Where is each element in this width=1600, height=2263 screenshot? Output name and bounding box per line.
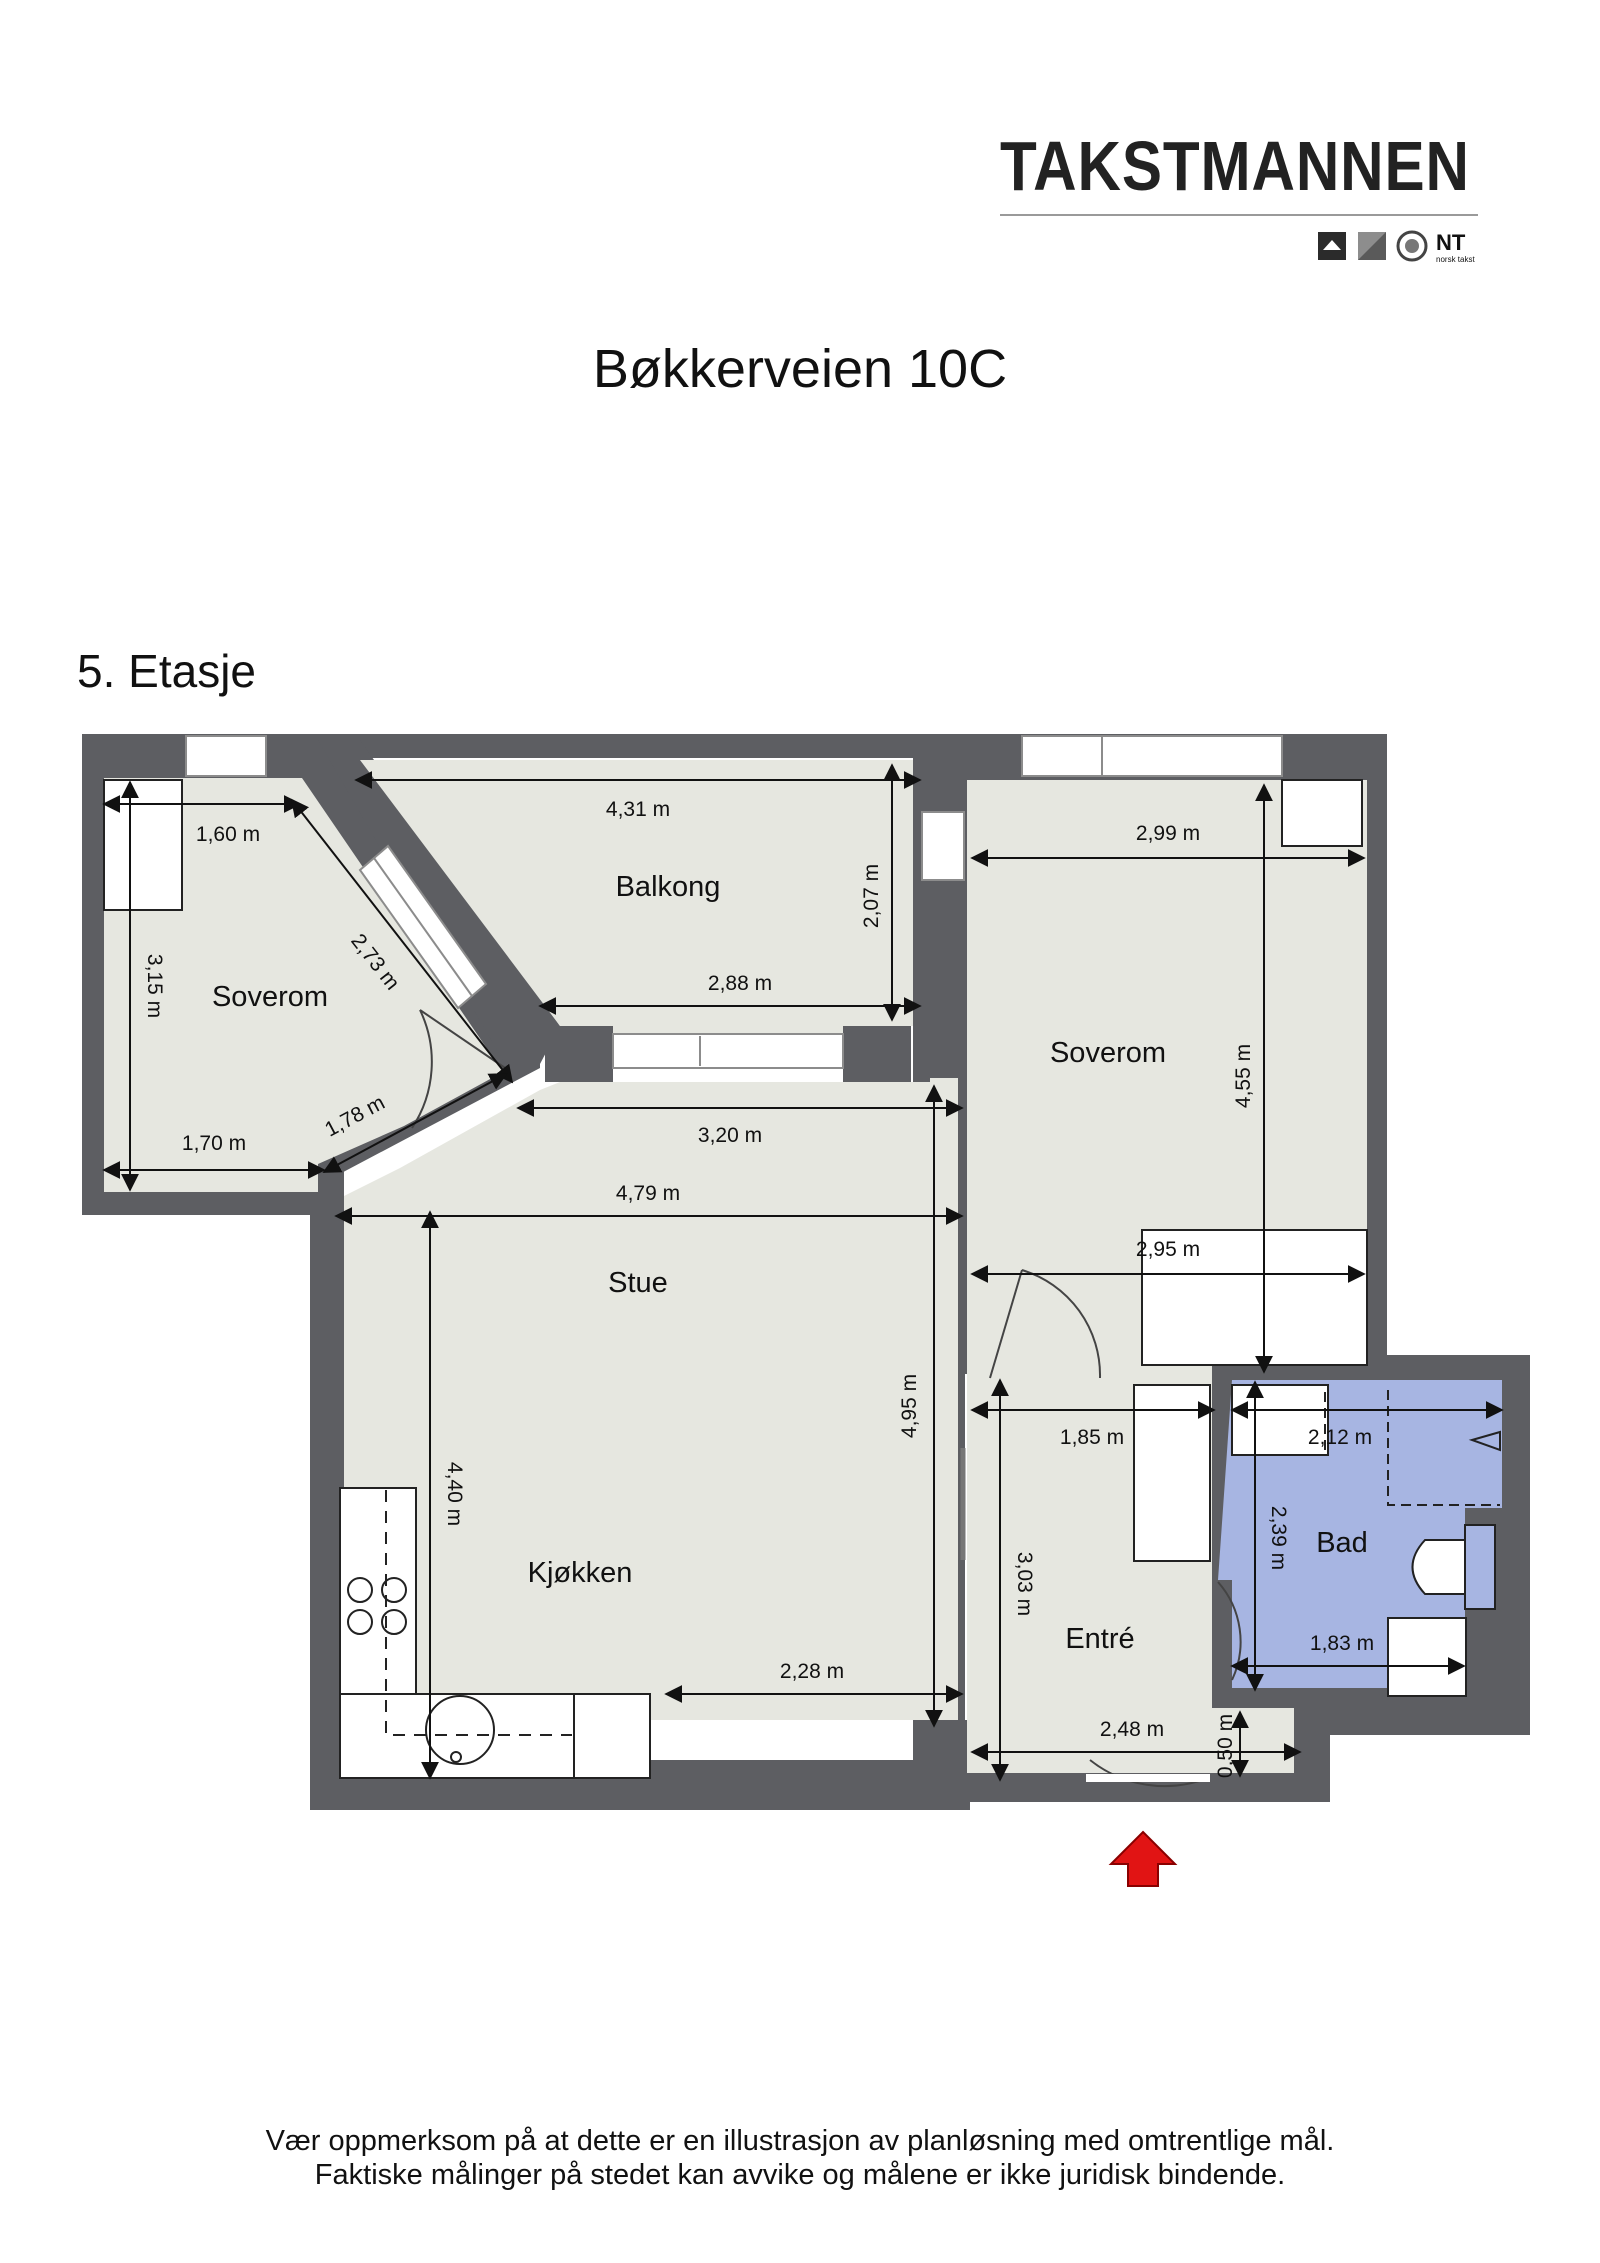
dim-label-228: 2,28 m xyxy=(780,1660,844,1683)
shower-head-icon xyxy=(1468,1430,1501,1452)
stove-burner-2 xyxy=(381,1577,407,1603)
room-labels: Soverom Balkong Soverom Stue Kjøkken Ent… xyxy=(212,871,1368,1655)
disclaimer-line-2: Faktiske målinger på stedet kan avvike o… xyxy=(314,2159,1286,2191)
stove-burner-1 xyxy=(347,1577,373,1603)
shower-outline xyxy=(1387,1390,1500,1506)
wardrobe-soverom-right-bottom xyxy=(1141,1229,1368,1366)
entry-wardrobe xyxy=(1133,1384,1211,1562)
takstmannen-logo: TAKSTMANNEN NT norsk takst xyxy=(1000,126,1480,264)
dimension-lines xyxy=(102,763,1504,1782)
badge-seal-icon xyxy=(1396,230,1428,262)
dim-label-288: 2,88 m xyxy=(708,972,772,995)
door-soverom-right-leaf xyxy=(989,1269,1023,1379)
wall-balcony-sill-right xyxy=(843,1026,911,1082)
floor-label: 5. Etasje xyxy=(77,645,256,697)
logo-wordmark: TAKSTMANNEN xyxy=(1000,127,1470,205)
wall-living-left xyxy=(310,1160,344,1810)
kitchen-counter-left xyxy=(339,1487,417,1695)
kitchen-sink-drain xyxy=(450,1751,462,1763)
toilet-tank xyxy=(1464,1524,1496,1610)
room-bad: Bad xyxy=(1316,1527,1368,1559)
dim-label-303: 3,03 m xyxy=(1013,1552,1036,1616)
kitchen-counter-bottom xyxy=(339,1693,651,1779)
entrance-arrow-icon xyxy=(1108,1830,1178,1887)
badge-diagonal-icon xyxy=(1358,232,1386,260)
dim-label-248: 2,48 m xyxy=(1100,1718,1164,1741)
wardrobe-soverom-left xyxy=(103,779,183,911)
room-kjokken: Kjøkken xyxy=(528,1557,633,1589)
dim-label-440: 4,40 m xyxy=(443,1462,466,1526)
dim-line-178 xyxy=(322,1073,508,1173)
window-soverom-right-1 xyxy=(1021,735,1103,777)
dim-label-185: 1,85 m xyxy=(1060,1426,1124,1449)
dim-label-212: 2,12 m xyxy=(1308,1426,1372,1449)
dim-label-320: 3,20 m xyxy=(698,1124,762,1147)
wall-balcony-top xyxy=(342,734,922,758)
window-soverom-left xyxy=(185,735,267,777)
disclaimer: Vær oppmerksom på at dette er en illustr… xyxy=(0,2124,1600,2192)
badge-nt-mark: NT xyxy=(1436,230,1466,255)
dim-label-431: 4,31 m xyxy=(606,798,670,821)
room-soverom-right: Soverom xyxy=(1050,1037,1166,1069)
room-stue: Stue xyxy=(608,1267,668,1299)
floor-bad xyxy=(1218,1380,1502,1688)
room-balkong: Balkong xyxy=(616,871,721,903)
toilet-bowl xyxy=(1411,1539,1466,1595)
room-entre: Entré xyxy=(1065,1623,1134,1655)
dim-label-299: 2,99 m xyxy=(1136,822,1200,845)
room-soverom-left: Soverom xyxy=(212,981,328,1013)
window-balkong-door xyxy=(612,1033,844,1069)
floor-entre-bottom xyxy=(1212,1708,1294,1773)
disclaimer-line-1: Vær oppmerksom på at dette er en illustr… xyxy=(265,2125,1335,2157)
dim-label-170: 1,70 m xyxy=(182,1132,246,1155)
dim-line-273 xyxy=(290,798,514,1084)
dim-label-479: 4,79 m xyxy=(616,1182,680,1205)
badge-seal-center-icon xyxy=(1405,239,1419,253)
dim-label-050: 0,50 m xyxy=(1214,1714,1237,1778)
wardrobe-soverom-right-top xyxy=(1281,779,1363,847)
certification-badges: NT norsk takst xyxy=(1318,230,1475,264)
window-soverom-right-2 xyxy=(1101,735,1283,777)
dim-label-455: 4,55 m xyxy=(1232,1044,1255,1108)
fixture-details xyxy=(347,1390,1501,1778)
floor-stue-kjokken xyxy=(344,1078,958,1720)
stove-burner-4 xyxy=(381,1609,407,1635)
badge-house-roof-icon xyxy=(1323,240,1341,250)
kitchen-outline-dash xyxy=(385,1490,572,1736)
wall-balcony-sill-left xyxy=(545,1026,613,1082)
bath-cabinet xyxy=(1387,1617,1467,1697)
badge-norsk-takst-text: norsk takst xyxy=(1436,255,1475,264)
dim-label-239: 2,39 m xyxy=(1267,1506,1290,1570)
dim-label-495: 4,95 m xyxy=(898,1374,921,1438)
window-balkong-side xyxy=(921,811,965,881)
dim-label-160: 1,60 m xyxy=(196,823,260,846)
dim-label-207: 2,07 m xyxy=(860,864,883,928)
dim-label-183: 1,83 m xyxy=(1310,1632,1374,1655)
fixtures xyxy=(103,779,1467,1779)
door-entre xyxy=(1089,1759,1209,1788)
dim-label-315: 3,15 m xyxy=(143,954,166,1018)
stove-burner-3 xyxy=(347,1609,373,1635)
dim-label-295: 2,95 m xyxy=(1136,1238,1200,1261)
logo-rule xyxy=(1000,214,1478,216)
page-title: Bøkkerveien 10C xyxy=(592,339,1008,399)
